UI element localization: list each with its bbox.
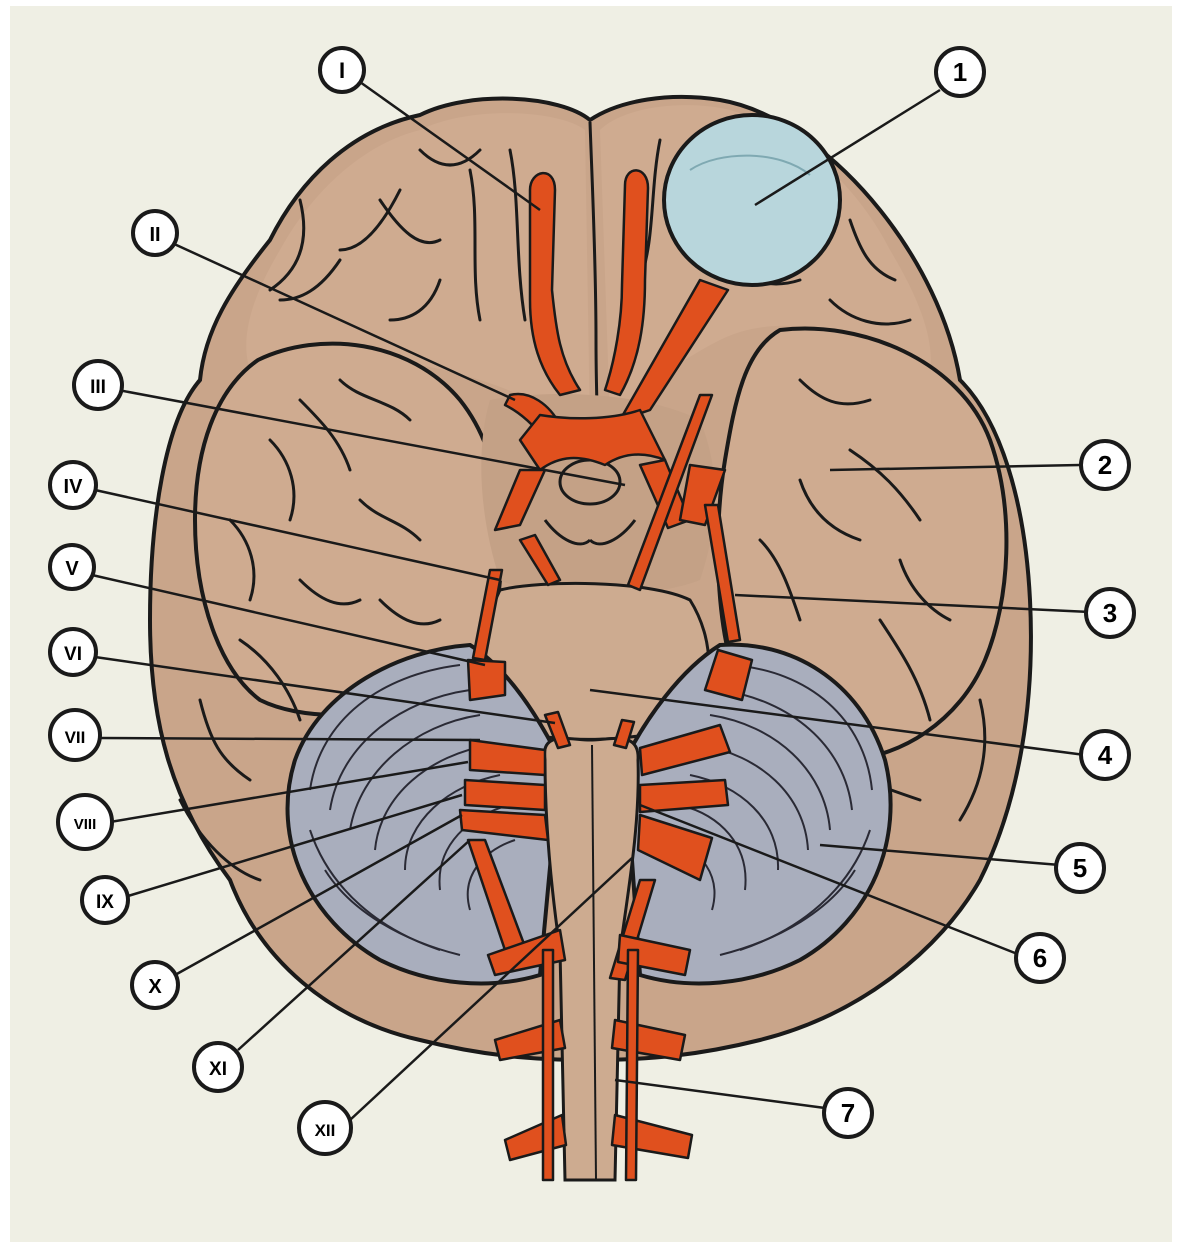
spinal-root-right-2	[612, 1115, 692, 1158]
label-IV: IV	[50, 462, 96, 508]
label-1: 1	[936, 48, 984, 96]
label-IX-text: IX	[96, 892, 114, 913]
label-II: II	[133, 211, 177, 255]
label-VI-text: VI	[64, 644, 82, 665]
label-X-text: X	[148, 976, 162, 998]
label-2: 2	[1081, 441, 1129, 489]
label-6-text: 6	[1033, 943, 1047, 973]
label-XII: XII	[299, 1102, 351, 1154]
label-IV-text: IV	[64, 476, 84, 498]
spinal-root-left-2	[505, 1115, 566, 1160]
label-III-text: III	[90, 377, 106, 398]
label-7: 7	[824, 1089, 872, 1137]
label-3-text: 3	[1103, 598, 1117, 628]
label-VII-text: VII	[65, 728, 86, 747]
label-VI: VI	[50, 629, 96, 675]
label-VIII-text: VIII	[74, 816, 97, 833]
label-4-text: 4	[1098, 740, 1113, 770]
label-IX: IX	[82, 877, 128, 923]
left-spinal-strand	[543, 950, 553, 1180]
label-XI: XI	[194, 1043, 242, 1091]
eyeball	[664, 115, 840, 285]
label-6: 6	[1016, 934, 1064, 982]
label-5: 5	[1056, 844, 1104, 892]
label-7-text: 7	[841, 1098, 855, 1128]
label-VIII: VIII	[58, 795, 112, 849]
right-glossopharyngeal	[640, 780, 728, 812]
label-VII: VII	[50, 710, 100, 760]
label-XII-text: XII	[315, 1121, 336, 1140]
label-II-text: II	[149, 224, 160, 246]
label-I: I	[320, 48, 364, 92]
left-glossopharyngeal	[465, 780, 545, 810]
label-XI-text: XI	[209, 1059, 227, 1080]
label-V-text: V	[65, 558, 79, 580]
label-I-text: I	[339, 58, 345, 83]
label-5-text: 5	[1073, 853, 1087, 883]
label-V: V	[50, 545, 94, 589]
label-III: III	[74, 361, 122, 409]
label-2-text: 2	[1098, 450, 1112, 480]
label-1-text: 1	[953, 57, 967, 87]
label-3: 3	[1086, 589, 1134, 637]
label-4: 4	[1081, 731, 1129, 779]
label-X: X	[132, 962, 178, 1008]
right-spinal-strand	[626, 950, 638, 1180]
left-trigeminal	[468, 660, 505, 700]
